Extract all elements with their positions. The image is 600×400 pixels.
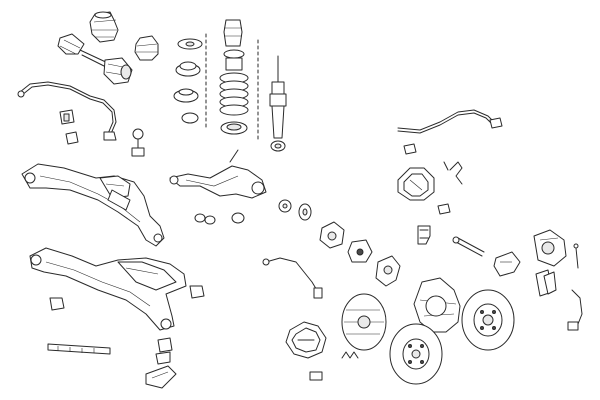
wear-sensor <box>567 243 583 331</box>
control-arm <box>169 149 267 199</box>
spring-seat-upper <box>173 38 203 124</box>
control-arm-bushings <box>194 212 245 225</box>
stabilizer-bar <box>17 81 117 141</box>
brake-disc <box>461 289 515 351</box>
drive-shaft-boot-small <box>134 35 159 61</box>
drive-shaft-boot-large <box>89 11 119 43</box>
wheel-cylinder <box>417 203 451 245</box>
rear-bushing <box>49 285 205 311</box>
wheel-bearing <box>278 199 312 221</box>
coil-spring <box>219 49 249 116</box>
wheel-hub <box>319 221 373 263</box>
bump-stop <box>223 19 243 47</box>
adjuster <box>403 143 463 185</box>
spring-seat-lower <box>220 121 248 135</box>
axle-shaft <box>57 33 133 85</box>
shock-absorber <box>269 55 287 152</box>
knuckle <box>375 255 401 287</box>
ball-joint <box>145 337 177 389</box>
brake-pads <box>535 269 557 297</box>
caliper-bracket <box>493 251 521 277</box>
stabilizer-link <box>131 128 145 157</box>
rear-brake-shoes <box>285 321 327 359</box>
brake-shoes <box>397 167 435 201</box>
brake-hose-rear <box>452 236 485 257</box>
brake-caliper <box>533 229 567 267</box>
stabilizer-bushings <box>59 109 79 145</box>
backing-plate <box>341 293 387 351</box>
brake-drum <box>389 323 443 385</box>
dust-shield <box>413 277 461 333</box>
front-subframe <box>21 163 165 247</box>
rear-subframe <box>29 247 187 331</box>
brake-springs <box>309 351 359 381</box>
brake-line <box>262 257 323 299</box>
tie-rod <box>47 343 111 355</box>
parking-brake-cable <box>397 109 503 134</box>
